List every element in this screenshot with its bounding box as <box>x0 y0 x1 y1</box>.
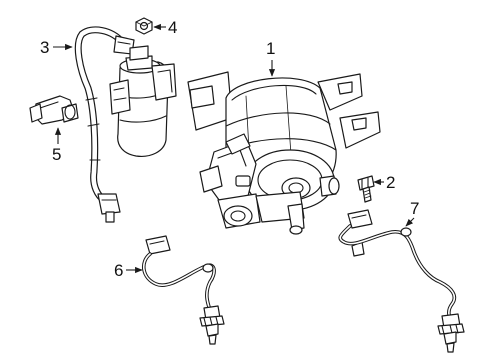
nut <box>135 17 153 35</box>
callout-1-label: 1 <box>266 39 275 58</box>
hose-canister <box>74 26 177 223</box>
callout-6-label: 6 <box>114 261 123 280</box>
callout-5-label: 5 <box>52 145 61 164</box>
callout-2: 2 <box>373 173 395 192</box>
callout-4-label: 4 <box>168 18 177 37</box>
callout-7: 7 <box>405 199 419 227</box>
pump-assembly <box>187 71 381 235</box>
callout-1: 1 <box>266 39 275 77</box>
callout-5: 5 <box>52 127 61 164</box>
callout-3-label: 3 <box>40 38 49 57</box>
callout-6: 6 <box>114 261 143 280</box>
oxygen-sensor-downstream <box>338 209 465 353</box>
oxygen-sensor-upstream <box>142 235 225 345</box>
callout-3: 3 <box>40 38 73 57</box>
callout-4: 4 <box>153 18 177 37</box>
bolt <box>357 175 375 203</box>
callout-7-label: 7 <box>410 199 419 218</box>
callout-2-label: 2 <box>386 173 395 192</box>
hose-clip <box>29 95 79 125</box>
